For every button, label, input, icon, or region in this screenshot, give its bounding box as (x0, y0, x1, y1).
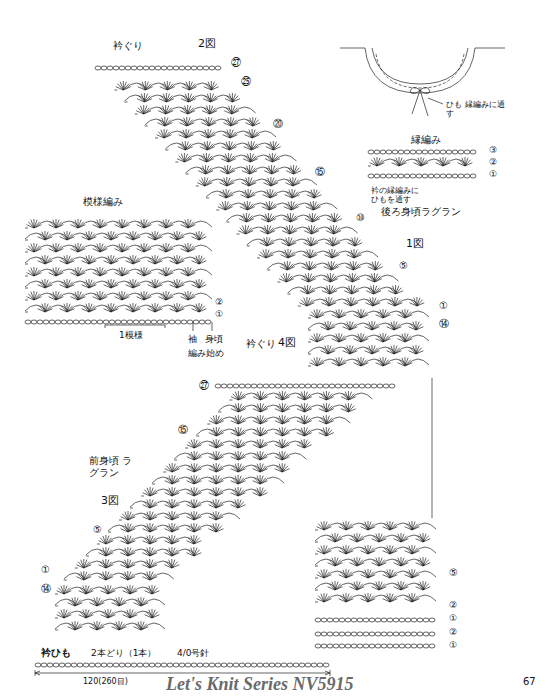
chart-label: ⑤ (398, 260, 409, 272)
guide-line (432, 378, 433, 518)
chart-label: ⑤ (92, 524, 103, 536)
chart-label: ② (448, 600, 458, 610)
neckline-inner (372, 48, 468, 84)
chart-label: ① (488, 169, 498, 179)
chart-label: ② (214, 297, 224, 307)
chart-label: 衿ぐり (245, 338, 277, 350)
chart-label: ② (488, 157, 498, 167)
shell-pattern (308, 309, 429, 366)
ribbon-bow (410, 87, 430, 116)
chart-label: 身頃 (204, 334, 224, 344)
chart-label: 2図 (197, 38, 217, 51)
chart-label: 120(260目) (82, 677, 129, 686)
chain-row (215, 384, 395, 388)
chart-label: 2本どり（1本） (90, 648, 157, 658)
edging-chart (368, 150, 476, 178)
chart-label: 3図 (100, 495, 120, 508)
chart-label: 後ろ身頃ラグラン (380, 206, 462, 218)
chart-label: ㉗ (230, 57, 242, 69)
chart-label: 4/0号針 (176, 648, 210, 658)
chart-label: ⑳ (272, 118, 284, 130)
chart-label: ひも 縁編みに通す (445, 100, 509, 118)
chart-label: ㉗ (198, 380, 210, 392)
chart-label: ⑤ (448, 567, 459, 579)
neckline-outline (340, 48, 505, 93)
ribbon-path (376, 54, 464, 88)
chart-label: 袖 (187, 334, 198, 344)
chart-label: 衿ぐり (112, 40, 144, 52)
chart-label: 1図 (405, 238, 425, 251)
chart-label: 縁編み (410, 134, 442, 146)
chart-label: ③ (488, 145, 498, 155)
chain-cord (35, 663, 329, 667)
chart-label: ② (448, 627, 458, 637)
chart-label: ㉕ (240, 76, 252, 88)
chart-label: 1模様 (118, 330, 144, 340)
chart-label: 編み始め (187, 348, 225, 358)
chart-label: ⑮ (177, 424, 189, 436)
repeat-bracket (105, 325, 165, 328)
chart-label: ⑭ (40, 583, 52, 595)
shell-pattern (25, 219, 212, 312)
chart-label: ① (448, 640, 458, 650)
watermark: Let's Knit Series NV5915 (165, 674, 355, 695)
chart-label: ① (40, 564, 51, 576)
start-arrows (193, 322, 212, 331)
chain-row (95, 66, 221, 70)
chart-label: ① (214, 309, 224, 319)
chart-label: 前身頃 ラグラン (88, 455, 140, 478)
chart-label: 模様編み (82, 196, 124, 208)
chain-row (315, 618, 435, 648)
chart-label: ⑭ (438, 318, 450, 330)
chain-row (25, 320, 211, 324)
chart-label: ① (438, 300, 449, 312)
shell-pattern (315, 521, 436, 602)
chart-label: 衿の縁編みに ひもを通す (370, 186, 430, 204)
chart-label: ⑩ (355, 212, 366, 224)
chart-label: 4図 (277, 337, 297, 350)
leader-line (428, 98, 443, 104)
section-title: 衿ひも (40, 647, 72, 659)
shell-pattern (55, 585, 165, 630)
chart-label: ① (448, 613, 458, 623)
chart-label: 67 (522, 676, 537, 688)
chart-label: ⑮ (314, 166, 326, 178)
